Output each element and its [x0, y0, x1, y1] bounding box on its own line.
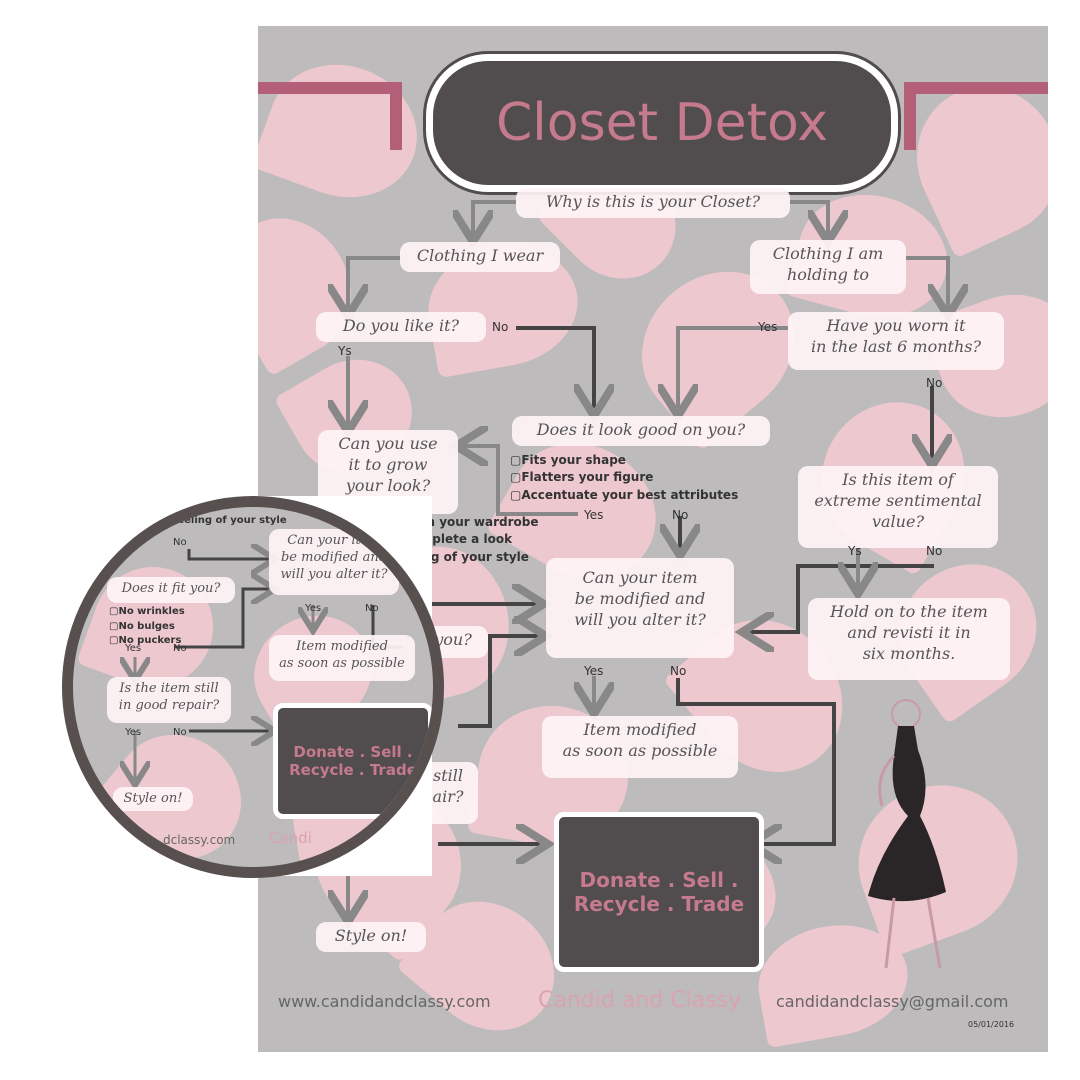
footer-website[interactable]: www.candidandclassy.com [278, 992, 491, 1011]
arrow [473, 200, 516, 234]
no-label: No [365, 603, 379, 614]
zoom-node-donate: Donate . Sell .Recycle . Trade [273, 703, 433, 819]
zoom-node-style-on: Style on! [113, 787, 193, 811]
arrow [516, 326, 594, 408]
zoom-top-text: feeling of your style [173, 515, 287, 526]
yes-label: Ys [848, 544, 862, 558]
woman-silhouette-illustration [868, 699, 946, 969]
node-why-closet: Why is this is your Closet? [516, 188, 790, 218]
no-label: No [926, 376, 943, 390]
no-label: No [173, 537, 187, 548]
check-item: Flatters your figure [510, 469, 738, 486]
look-good-checklist: Fits your shape Flatters your figure Acc… [510, 452, 738, 504]
poster-title: Closet Detox [496, 93, 828, 153]
yes-label: Yes [584, 664, 604, 678]
node-clothing-wear: Clothing I wear [400, 242, 560, 272]
check-item: No puckers [109, 634, 185, 649]
no-label: No [672, 508, 689, 522]
check-item: Accentuate your best attributes [510, 487, 738, 504]
right-corner-bracket [904, 82, 1048, 150]
node-style-on: Style on! [316, 922, 426, 952]
arrow [906, 256, 948, 308]
check-item: Fits your shape [510, 452, 738, 469]
footer-email[interactable]: candidandclassy@gmail.com [776, 992, 1009, 1011]
node-like-it: Do you like it? [316, 312, 486, 342]
arrow [348, 256, 400, 308]
yes-label: Yes [125, 643, 142, 654]
yes-label: Yes [305, 603, 322, 614]
yes-label: Yes [758, 320, 778, 334]
node-look-good: Does it look good on you? [512, 416, 770, 446]
closet-detox-poster: Closet Detox [258, 26, 1048, 1052]
no-label: No [173, 643, 187, 654]
check-item: No bulges [109, 620, 185, 635]
node-donate-sell-recycle-trade: Donate . Sell .Recycle . Trade [554, 812, 764, 972]
footer-brand-logo: Candid and Classy [538, 988, 742, 1013]
yes-label: Ys [338, 344, 352, 358]
flowchart-arrows [258, 200, 1048, 1052]
no-label: No [173, 727, 187, 738]
zoom-footer-brand: Candi [269, 829, 312, 847]
no-label: No [926, 544, 943, 558]
zoom-fit-checklist: No wrinkles No bulges No puckers [109, 605, 185, 649]
arrow [676, 678, 836, 844]
yes-label: Yes [125, 727, 142, 738]
yes-label: Yes [584, 508, 604, 522]
arrow [458, 636, 538, 728]
arrow [678, 326, 788, 408]
check-item: No wrinkles [109, 605, 184, 620]
zoom-footer-website: dclassy.com [163, 833, 236, 847]
no-label: No [670, 664, 687, 678]
left-corner-bracket [258, 82, 402, 150]
arrow [464, 446, 578, 516]
zoom-node-fit: Does it fit you? [107, 577, 235, 603]
no-label: No [492, 320, 509, 334]
arrow [790, 200, 828, 234]
footer-date: 05/01/2016 [968, 1020, 1015, 1029]
